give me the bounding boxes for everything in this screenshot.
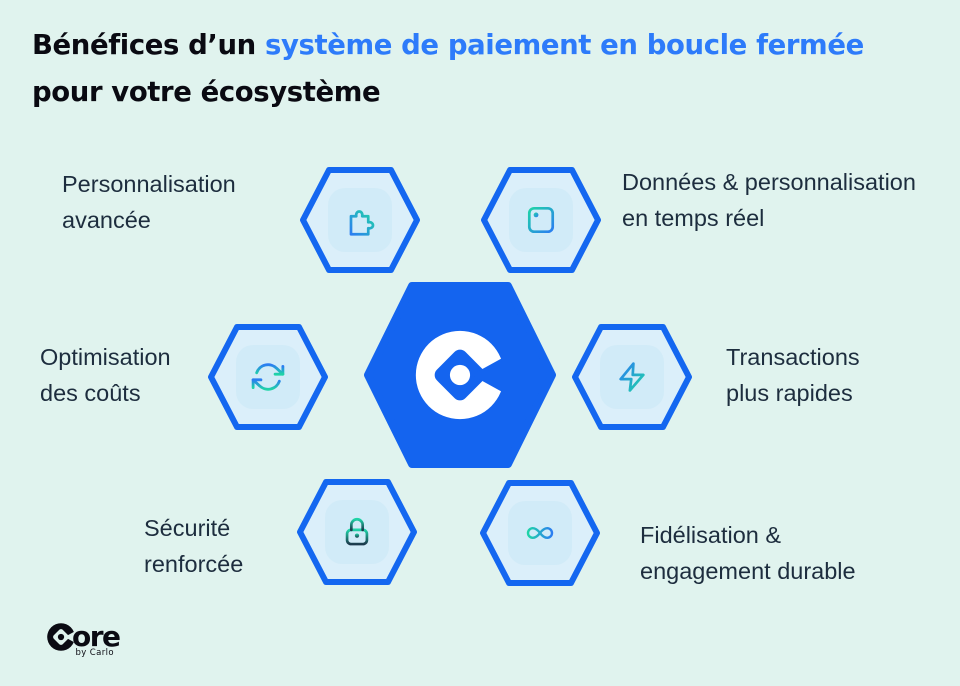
hexagon-optimisation (206, 322, 330, 432)
dashboard-icon (527, 206, 555, 234)
page-title: Bénéfices d’un système de paiement en bo… (32, 22, 864, 116)
icon-badge (600, 345, 664, 409)
label-personnalisation: Personnalisation avancée (62, 171, 236, 233)
core-c-icon (47, 622, 76, 651)
icon-badge (328, 188, 392, 252)
hexagon-fidelisation (478, 478, 602, 588)
lock-icon (345, 517, 369, 546)
title-prefix: Bénéfices d’un (32, 29, 265, 61)
brand-tagline: by Carlo (75, 648, 114, 658)
icon-badge (325, 500, 389, 564)
core-logo-icon (415, 330, 508, 420)
label-donnees: Données & personnalisation en temps réel (622, 169, 916, 231)
label-transactions: Transactions plus rapides (726, 344, 860, 406)
puzzle-icon (349, 210, 375, 236)
infinity-icon (526, 526, 554, 540)
title-highlight: système de paiement en boucle fermée (265, 29, 864, 61)
title-line2: pour votre écosystème (32, 76, 381, 108)
lightning-icon (619, 362, 645, 392)
brand-wordmark: ore (46, 620, 126, 653)
hexagon-transactions (570, 322, 694, 432)
hexagon-personnalisation (298, 165, 422, 275)
icon-badge (509, 188, 573, 252)
label-optimisation: Optimisation des coûts (40, 344, 171, 406)
icon-badge (236, 345, 300, 409)
refresh-icon (251, 363, 285, 391)
brand-logo: ore by Carlo (46, 620, 126, 658)
hexagon-securite (295, 477, 419, 587)
center-hexagon (364, 282, 556, 468)
label-fidelisation: Fidélisation & engagement durable (640, 522, 856, 584)
hexagon-donnees (479, 165, 603, 275)
label-securite: Sécurité renforcée (144, 515, 244, 577)
brand-name-text: ore (72, 620, 121, 653)
